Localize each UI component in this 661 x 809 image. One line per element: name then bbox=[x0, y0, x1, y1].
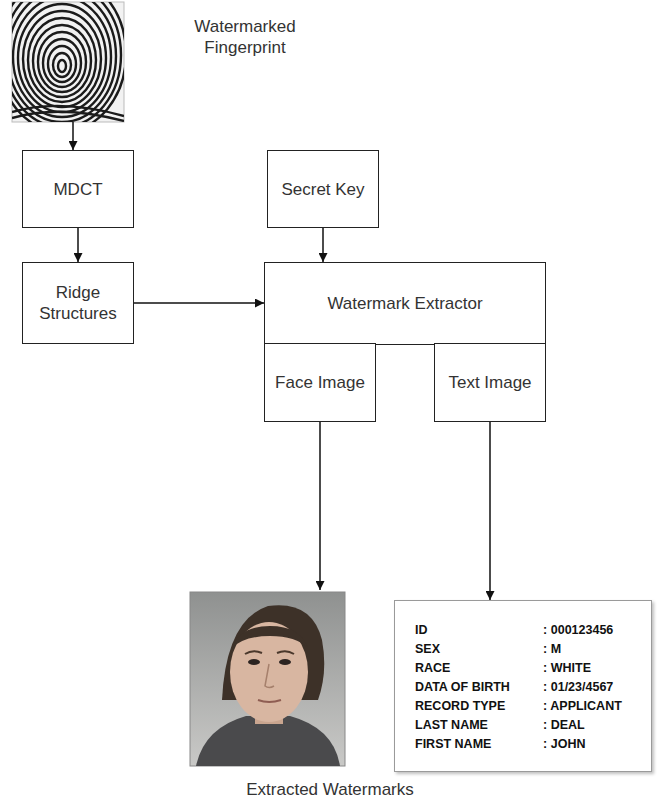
face-photo bbox=[190, 592, 345, 766]
fingerprint-ridges bbox=[12, 2, 124, 122]
mouth bbox=[258, 700, 281, 702]
table-cell: : M bbox=[543, 640, 633, 658]
node-label: MDCT bbox=[53, 179, 102, 200]
table-cell: LAST NAME bbox=[415, 716, 521, 734]
caption-label: Extracted Watermarks bbox=[210, 779, 450, 800]
table-cell: ID bbox=[415, 621, 521, 639]
process-box: MDCT bbox=[22, 150, 134, 228]
table-cell: : WHITE bbox=[543, 659, 633, 677]
photo-ground bbox=[190, 592, 345, 766]
brow bbox=[245, 651, 262, 654]
eye bbox=[279, 659, 291, 665]
flow-arrow bbox=[322, 228, 324, 262]
process-box: Ridge Structures bbox=[22, 262, 134, 344]
output-box: Face Image bbox=[264, 343, 376, 422]
flow-arrow bbox=[77, 228, 79, 262]
fringe bbox=[232, 626, 308, 648]
arrow-to-face-photo bbox=[319, 422, 321, 590]
node-label: Text Image bbox=[448, 372, 531, 393]
table-cell: DATA OF BIRTH bbox=[415, 678, 521, 696]
flow-arrow bbox=[134, 302, 264, 304]
output-box: Text Image bbox=[434, 343, 546, 422]
eye bbox=[248, 659, 260, 665]
table-cell: : JOHN bbox=[543, 735, 633, 753]
flow-arrow bbox=[489, 422, 491, 600]
node-label: Face Image bbox=[275, 372, 365, 393]
face bbox=[230, 622, 308, 722]
table-cell: : 01/23/4567 bbox=[543, 678, 633, 696]
fingerprint-image bbox=[0, 0, 126, 132]
table-cell: : DEAL bbox=[543, 716, 633, 734]
table-cell: SEX bbox=[415, 640, 521, 658]
fingerprint-node: Watermarked Fingerprint bbox=[12, 2, 124, 122]
flow-arrow bbox=[72, 122, 74, 150]
table-cell: FIRST NAME bbox=[415, 735, 521, 753]
table-cell: : APPLICANT bbox=[543, 697, 633, 715]
table-cell: : 000123456 bbox=[543, 621, 633, 639]
node-label: Watermark Extractor bbox=[327, 293, 482, 314]
node-label: Secret Key bbox=[281, 179, 364, 200]
node-label: Watermarked Fingerprint bbox=[180, 16, 310, 58]
input-box: Secret Key bbox=[267, 150, 379, 228]
text-image-panel: ID : 000123456SEX : M RACE : WHITE DATA OF BI… bbox=[394, 600, 652, 772]
table-cell: RACE bbox=[415, 659, 521, 677]
brow bbox=[277, 651, 294, 654]
node-label: Ridge Structures bbox=[32, 282, 124, 324]
table-cell: RECORD TYPE bbox=[415, 697, 521, 715]
extractor-box: Watermark Extractor bbox=[264, 262, 546, 345]
nose bbox=[265, 664, 274, 688]
